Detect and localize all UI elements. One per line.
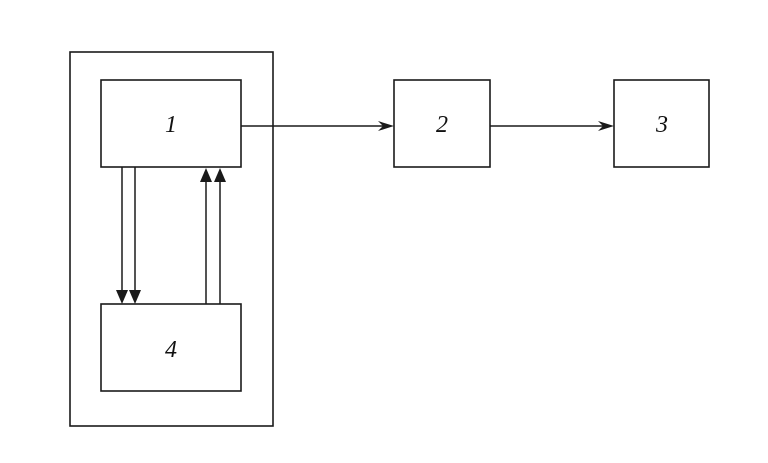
arrow-1-to-4-a-head	[116, 290, 128, 304]
block-3: 3	[613, 79, 710, 168]
arrows-4-to-1	[200, 168, 226, 304]
block-4-label: 4	[165, 337, 177, 363]
outer-enclosure	[69, 51, 274, 427]
block-3-label: 3	[655, 112, 668, 138]
arrow-2-to-3	[490, 121, 614, 131]
arrow-4-to-1-b-head	[214, 168, 226, 182]
block-1-label: 1	[165, 112, 177, 138]
arrow-4-to-1-a-head	[200, 168, 212, 182]
block-1: 1	[100, 79, 242, 168]
block-3-box	[613, 79, 710, 168]
arrow-1-to-4-b-head	[129, 290, 141, 304]
block-2-box	[393, 79, 491, 168]
block-2: 2	[393, 79, 491, 168]
arrow-1-to-2	[241, 121, 394, 131]
block-2-label: 2	[436, 112, 448, 138]
arrow-1-to-2-head	[378, 121, 394, 131]
block-1-box	[100, 79, 242, 168]
block-4-box	[100, 303, 242, 392]
arrows-1-to-4	[116, 167, 141, 304]
arrow-2-to-3-head	[598, 121, 614, 131]
block-4: 4	[100, 303, 242, 392]
